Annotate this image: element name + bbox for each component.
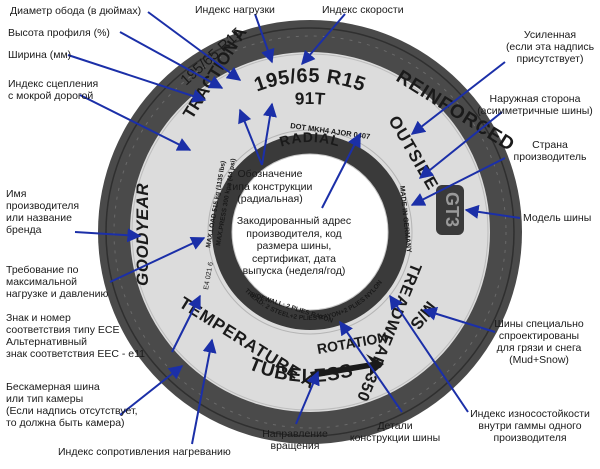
- label-width: Ширина (мм): [8, 49, 72, 61]
- label-heat-resistance: Индекс сопротивления нагреванию: [58, 446, 231, 458]
- svg-text:RADIAL: RADIAL: [278, 129, 343, 150]
- label-outer-side: Наружная сторона(асимметричные шины): [477, 93, 593, 117]
- tire-rotation-arrow: [310, 354, 384, 378]
- tire-model-text: GT3: [442, 192, 462, 227]
- label-rim-diameter: Диаметр обода (в дюймах): [10, 5, 142, 17]
- tire-brand-text: GOODYEAR: [133, 183, 152, 286]
- svg-text:GT3: GT3: [442, 192, 462, 227]
- tire-load-speed-text: 91T: [294, 89, 326, 109]
- label-speed-index: Индекс скорости: [322, 4, 404, 16]
- label-arrows: [67, 11, 521, 445]
- label-model: Модель шины: [523, 212, 592, 224]
- tire-ece-text: E4 021 6: [203, 261, 215, 290]
- svg-text:GOODYEAR: GOODYEAR: [133, 183, 152, 286]
- tire-radial-text: RADIAL: [278, 129, 343, 150]
- label-load-index: Индекс нагрузки: [195, 4, 275, 16]
- svg-text:E4 021 6: E4 021 6: [203, 261, 215, 290]
- svg-text:91T: 91T: [294, 89, 326, 109]
- label-profile-height: Высота профиля (%): [8, 27, 110, 39]
